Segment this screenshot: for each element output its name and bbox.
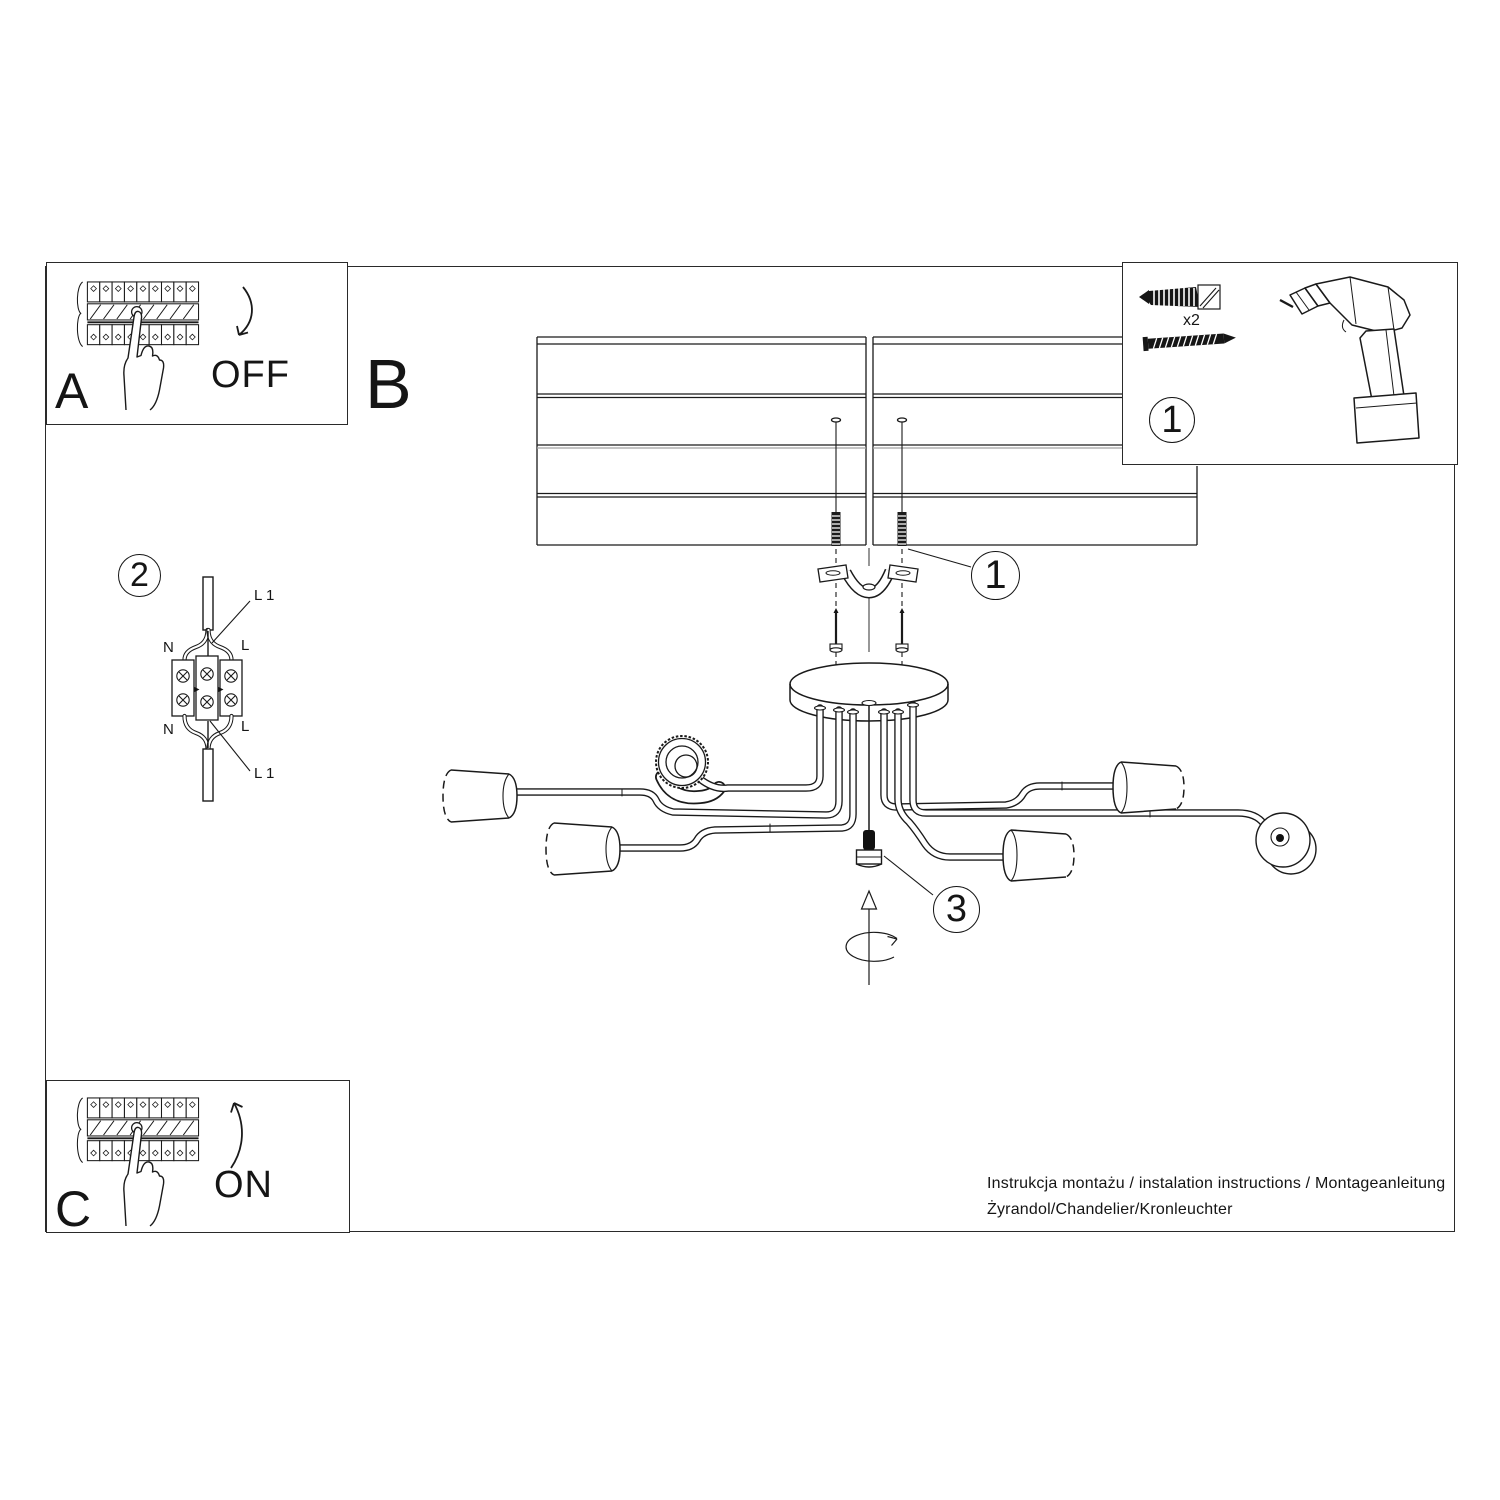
panel-a-frame [46,262,348,425]
anchor-quantity-label: x2 [1183,312,1200,329]
panel-a-letter: A [55,363,89,419]
panel-c-letter: C [55,1181,92,1237]
off-label: OFF [211,354,290,396]
wire-label-l1-bottom: L 1 [254,765,275,782]
wire-label-n-top: N [163,639,174,656]
footer-instructions-line: Instrukcja montażu / instalation instruc… [987,1175,1446,1192]
panel-b-letter: B [365,345,412,423]
wire-label-n-bottom: N [163,721,174,738]
panel-c-frame [46,1080,350,1233]
step-3-badge: 3 [933,886,980,933]
footer-product-line: Żyrandol/Chandelier/Kronleuchter [987,1201,1233,1218]
step-2-badge: 2 [118,554,161,597]
on-label: ON [214,1164,273,1206]
step-1-badge-tools: 1 [1149,397,1195,443]
step-1-badge-ceiling: 1 [971,551,1020,600]
wire-label-l1-top: L 1 [254,587,275,604]
wire-label-l-bottom: L [241,718,250,735]
wire-label-l-top: L [241,637,250,654]
